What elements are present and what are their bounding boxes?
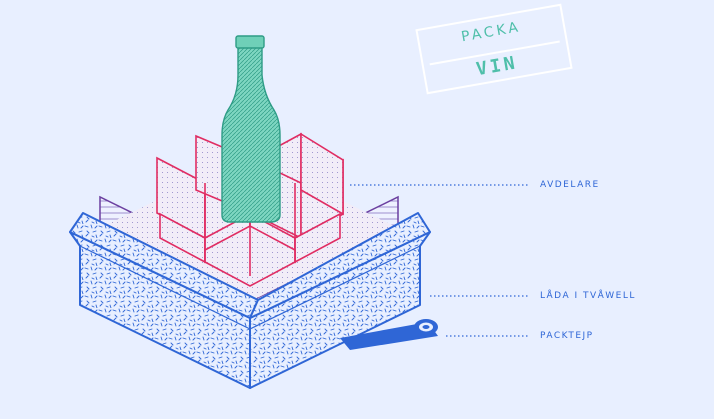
wine-bottle [221,35,281,223]
label-tape: PACKTEJP [540,331,594,341]
label-box: LÅDA I TVÅWELL [540,291,636,301]
packing-tape [340,319,438,350]
callout-leaders [350,184,530,337]
label-dividers: AVDELARE [540,180,600,190]
cardboard-box [69,212,431,389]
